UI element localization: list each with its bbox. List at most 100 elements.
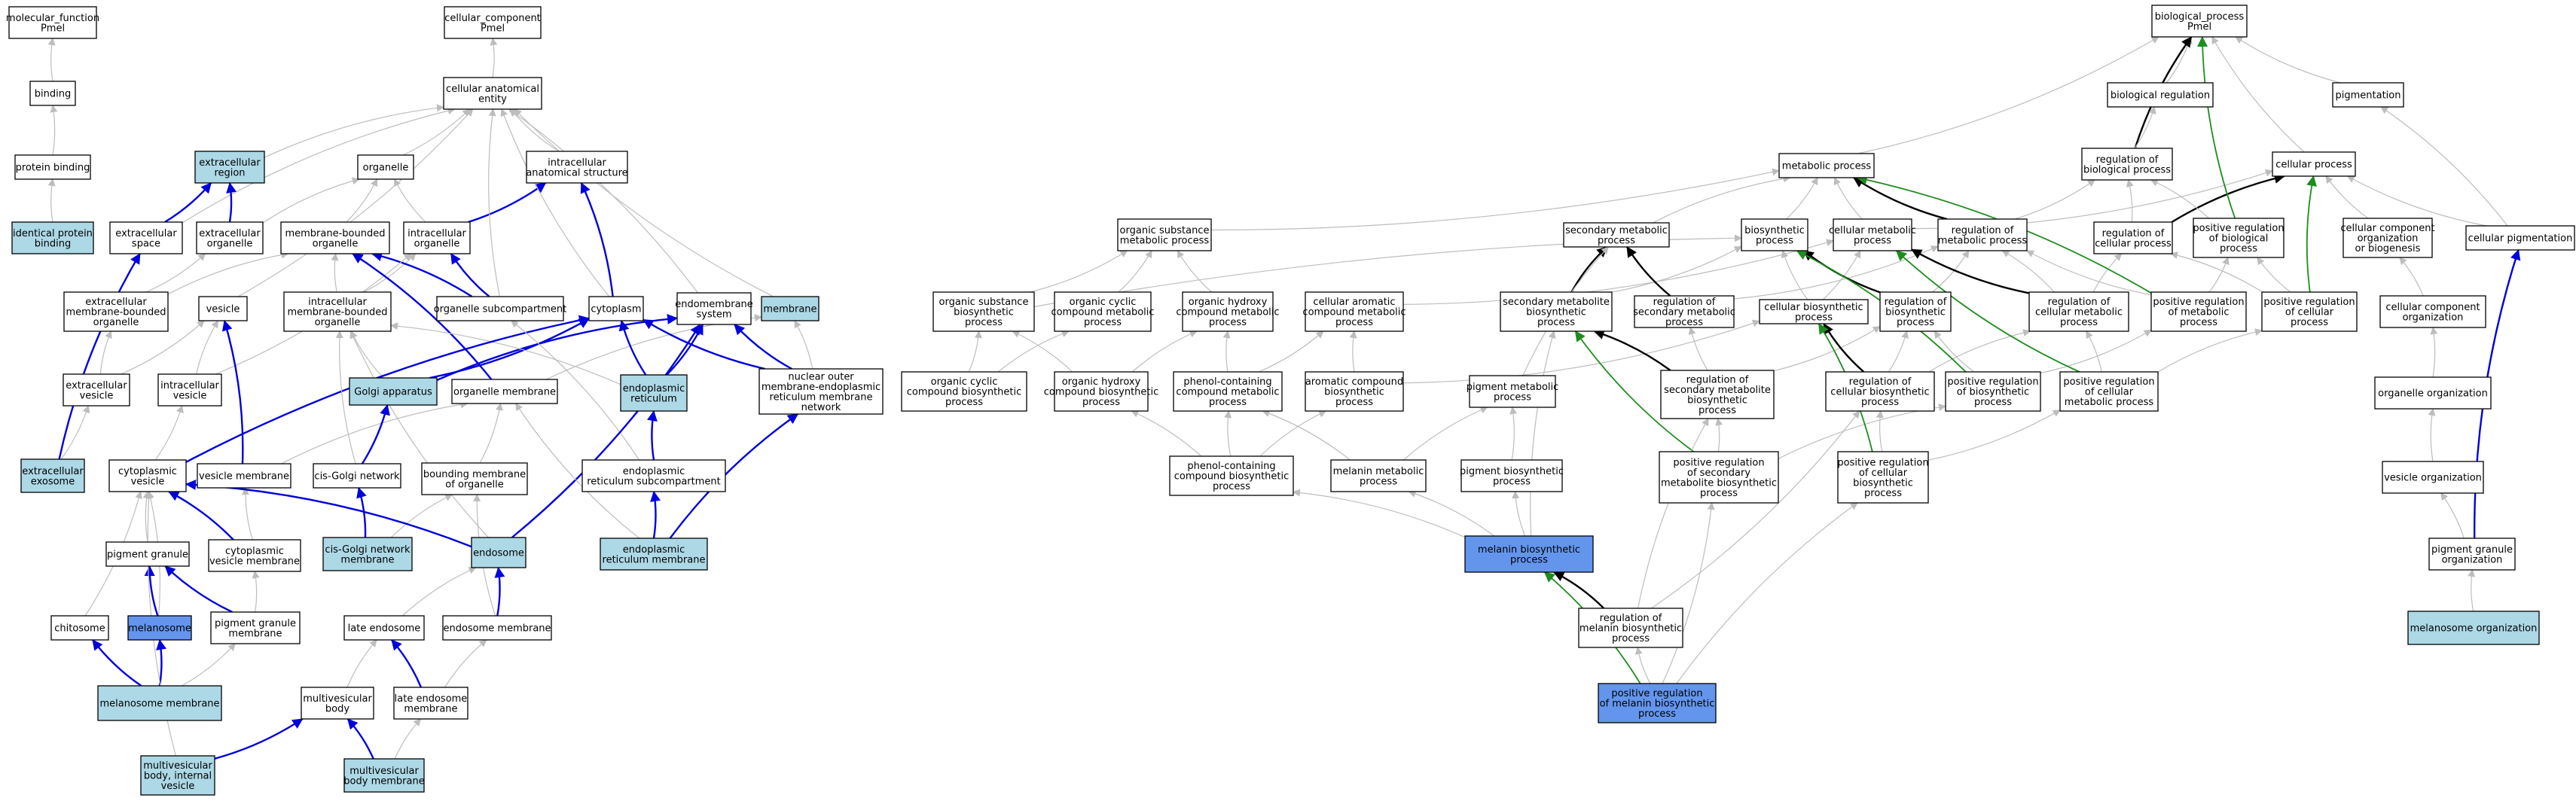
term-node-lateendo[interactable]: late endosome <box>343 615 425 641</box>
term-node-vesicle[interactable]: vesicle <box>198 296 248 321</box>
term-node-orgorg[interactable]: organelle organization <box>2374 376 2492 410</box>
term-node-bioreg[interactable]: biological regulation <box>2107 82 2214 108</box>
term-node-orgmem[interactable]: organelle membrane <box>451 379 558 404</box>
term-label-line: extracellular <box>66 380 127 391</box>
term-node-organelle[interactable]: organelle <box>357 154 414 180</box>
term-node-cytoplasm[interactable]: cytoplasm <box>588 296 644 321</box>
term-box <box>20 458 85 493</box>
term-node-chitosome[interactable]: chitosome <box>50 615 109 641</box>
term-node-golgi[interactable]: Golgi apparatus <box>349 377 438 406</box>
term-node-vesmem[interactable]: vesicle membrane <box>197 463 291 489</box>
term-node-membrane[interactable]: membrane <box>761 296 819 321</box>
term-node-endomembrane[interactable]: endosome membrane <box>442 615 552 641</box>
term-node-pgran[interactable]: pigment granule <box>105 541 190 567</box>
edge-gray-metab-to-bp <box>1857 36 2159 154</box>
term-node-melorg[interactable]: melanosome organization <box>2407 611 2540 645</box>
term-box <box>349 377 438 406</box>
term-node-cisgolgi[interactable]: cis-Golgi network <box>313 463 401 489</box>
term-node-binding[interactable]: binding <box>29 81 76 106</box>
term-node-pigmentation[interactable]: pigmentation <box>2332 82 2404 108</box>
term-node-protbind[interactable]: protein binding <box>14 154 91 180</box>
term-node-vesorg[interactable]: vesicle organization <box>2382 461 2484 494</box>
term-node-nomer[interactable]: nuclear outermembrane-endoplasmicreticul… <box>758 368 884 415</box>
term-label-line: metabolic process <box>1120 235 1210 246</box>
term-node-melanosome[interactable]: melanosome <box>127 615 192 641</box>
term-node-endosome[interactable]: endosome <box>471 537 526 568</box>
term-node-cellpig[interactable]: cellular pigmentation <box>2465 225 2575 251</box>
term-node-metab[interactable]: metabolic process <box>1778 153 1875 178</box>
term-node-melmem[interactable]: melanosome membrane <box>97 685 222 721</box>
term-node-cellproc[interactable]: cellular process <box>2272 151 2356 177</box>
term-node-orgsub[interactable]: organelle subcompartment <box>434 296 567 321</box>
